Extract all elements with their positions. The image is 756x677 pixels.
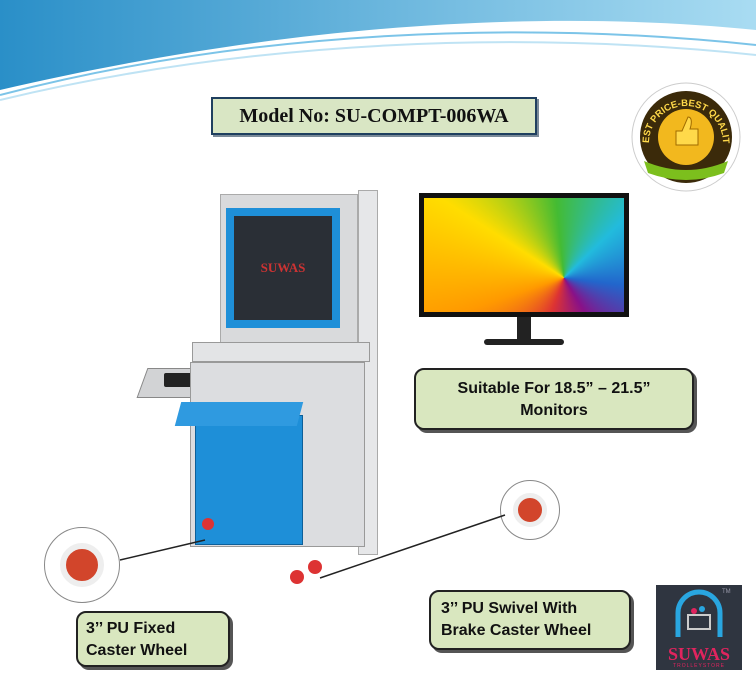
- fixed-caster-wheel-image: [44, 527, 120, 603]
- thumbs-up-badge-icon: BEST PRICE-BEST QUALITY: [621, 73, 741, 192]
- logo-tm: TM: [722, 589, 731, 595]
- model-number-label: Model No: SU-COMPT-006WA: [211, 97, 537, 135]
- fixed-wheel-label: 3’’ PU Fixed Caster Wheel: [76, 611, 230, 667]
- monitor-label-line1: Suitable For 18.5” – 21.5”: [457, 380, 651, 397]
- swivel-caster-wheel-image: [500, 480, 560, 540]
- logo-name: SUWAS: [667, 644, 731, 664]
- swivel-wheel-line1: 3’’ PU Swivel With: [441, 600, 578, 617]
- cart-arch-icon: [675, 589, 723, 637]
- swivel-wheel-line2: Brake Caster Wheel: [441, 622, 592, 639]
- monitor: [419, 193, 629, 353]
- fixed-wheel-line2: Caster Wheel: [86, 642, 188, 659]
- monitor-window: SUWAS: [226, 208, 340, 328]
- fixed-wheel-line1: 3’’ PU Fixed: [86, 620, 176, 637]
- header-wave: [0, 0, 756, 101]
- logo-tagline: TROLLEYSTORE: [673, 663, 725, 669]
- cabinet-brand: SUWAS: [260, 260, 306, 275]
- computer-cabinet: SUWAS: [136, 190, 380, 590]
- suwas-logo: TM SUWAS TROLLEYSTORE: [656, 585, 742, 670]
- monitor-label-line2: Monitors: [520, 402, 588, 419]
- best-price-badge: BEST PRICE-BEST QUALITY: [621, 73, 749, 193]
- swivel-wheel-label: 3’’ PU Swivel With Brake Caster Wheel: [429, 590, 631, 650]
- monitor-size-label: Suitable For 18.5” – 21.5” Monitors: [414, 368, 694, 430]
